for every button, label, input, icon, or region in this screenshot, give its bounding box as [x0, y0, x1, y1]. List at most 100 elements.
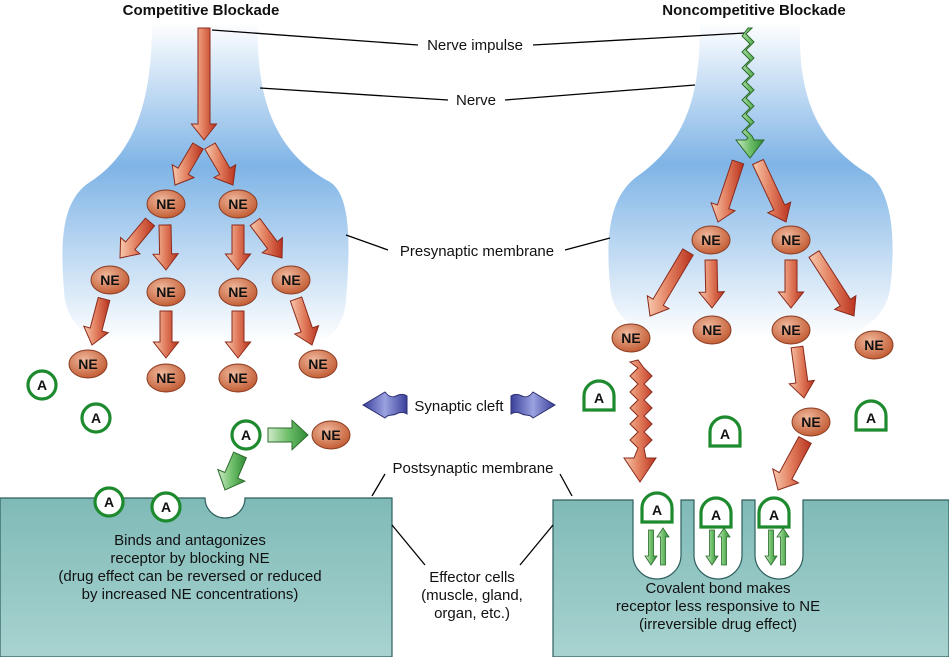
ne-label: NE — [228, 284, 247, 300]
right-ne-molecule: NE — [611, 323, 651, 353]
antagonist-shape — [708, 415, 742, 448]
left-release-arrow — [82, 296, 111, 346]
right-ne-molecule: NE — [854, 330, 894, 360]
left-caption-line-2: receptor by blocking NE — [110, 550, 269, 567]
left-heading: Competitive Blockade — [123, 2, 280, 19]
left-panel — [0, 22, 393, 657]
antagonist-shape — [699, 496, 733, 529]
antagonist-shape — [640, 491, 674, 524]
ne-label: NE — [801, 414, 820, 430]
receptor-arrows — [644, 527, 790, 566]
left-ne-molecule: NE — [218, 189, 258, 219]
right-ne-molecule: NE — [692, 315, 732, 345]
left-ne-molecule: NE — [218, 363, 258, 393]
left-ne-molecule: NE — [90, 265, 130, 295]
right-release-arrow — [646, 248, 694, 317]
antagonist-label: A — [594, 390, 604, 406]
ne-shape — [146, 277, 186, 307]
effector-cells-examples-2: organ, etc.) — [434, 605, 510, 622]
antagonist-label: A — [161, 499, 171, 515]
ne-shape — [68, 349, 108, 379]
antagonist-shape — [150, 491, 182, 523]
left-release-arrow — [171, 142, 204, 186]
antagonist-label: A — [91, 410, 101, 426]
left-ne-molecule: NE — [271, 265, 311, 295]
ne-shape — [218, 189, 258, 219]
right-nerve-terminal — [608, 22, 893, 338]
left-nerve-impulse-arrow — [190, 27, 218, 141]
receptor-up-arrow — [656, 527, 670, 566]
left-antagonist-molecule: A — [150, 491, 182, 523]
antagonist-shape — [230, 419, 262, 451]
ne-shape — [146, 363, 186, 393]
antagonist-label: A — [720, 426, 730, 442]
ne-label: NE — [701, 232, 720, 248]
right-release-arrow — [710, 159, 745, 223]
left-ne-molecule: NE — [68, 349, 108, 379]
left-release-arrow — [224, 310, 252, 359]
ne-label: NE — [156, 284, 175, 300]
receptor-down-arrow — [705, 529, 719, 566]
right-antagonist-molecule: A — [699, 496, 733, 529]
left-ne-molecule: NE — [298, 349, 338, 379]
antagonist-shape — [80, 402, 112, 434]
ne-molecules: NE NE NE NE NE NE NE NE NE NE NE NE NE NE NE NE NE NE — [68, 189, 894, 450]
left-antagonist-binding-arrow — [216, 451, 248, 491]
ne-label: NE — [308, 356, 327, 372]
antagonist-shape — [854, 399, 888, 432]
ne-shape — [791, 407, 831, 437]
ne-label: NE — [321, 427, 340, 443]
left-release-arrow — [152, 310, 180, 359]
right-ne-molecule: NE — [771, 225, 811, 255]
right-receptor-arrow — [771, 436, 812, 491]
antagonist-shape — [757, 496, 791, 529]
ne-shape — [771, 225, 811, 255]
ne-shape — [691, 225, 731, 255]
antagonist-label: A — [37, 377, 47, 393]
ne-label: NE — [781, 322, 800, 338]
right-ne-molecule: NE — [791, 407, 831, 437]
right-antagonist-molecule: A — [640, 491, 674, 524]
right-caption-line-1: Covalent bond makes — [645, 580, 790, 597]
right-ne-molecule: NE — [771, 315, 811, 345]
left-ne-molecule: NE — [146, 277, 186, 307]
left-caption-line-3: (drug effect can be reversed or reduced — [58, 568, 321, 585]
ne-label: NE — [702, 322, 721, 338]
receptor-up-arrow — [776, 527, 790, 566]
left-release-arrow — [119, 217, 156, 259]
left-release-arrow — [289, 296, 320, 346]
presynaptic-membrane-label: Presynaptic membrane — [400, 243, 554, 260]
right-release-arrow — [788, 345, 816, 399]
receptor-up-arrow — [717, 527, 731, 566]
right-ne-molecule: NE — [691, 225, 731, 255]
ne-label: NE — [781, 232, 800, 248]
antagonist-label: A — [769, 507, 779, 523]
synaptic-cleft-label: Synaptic cleft — [414, 398, 504, 415]
ne-label: NE — [156, 370, 175, 386]
synaptic-cleft-double-arrow-icon — [362, 391, 556, 419]
ne-label: NE — [864, 337, 883, 353]
left-antagonist-molecule: A — [230, 419, 262, 451]
left-nerve-terminal — [62, 22, 349, 343]
nerve-impulse-label: Nerve impulse — [427, 37, 523, 54]
ne-shape — [611, 323, 651, 353]
left-release-arrow — [204, 142, 237, 186]
ne-shape — [854, 330, 894, 360]
antagonist-label: A — [711, 507, 721, 523]
right-heading: Noncompetitive Blockade — [662, 2, 845, 19]
ne-shape — [311, 420, 351, 450]
right-release-arrow — [777, 259, 805, 309]
ne-label: NE — [228, 196, 247, 212]
antagonist-label: A — [241, 427, 251, 443]
ne-label: NE — [156, 196, 175, 212]
antagonist-label: A — [104, 494, 114, 510]
ne-label: NE — [228, 370, 247, 386]
left-release-arrow — [151, 224, 180, 271]
left-antagonist-to-ne-arrow — [267, 419, 309, 451]
ne-shape — [692, 315, 732, 345]
ne-shape — [218, 277, 258, 307]
right-effector-cell — [552, 499, 949, 657]
left-antagonist-molecule: A — [26, 369, 58, 401]
antagonist-label: A — [866, 410, 876, 426]
